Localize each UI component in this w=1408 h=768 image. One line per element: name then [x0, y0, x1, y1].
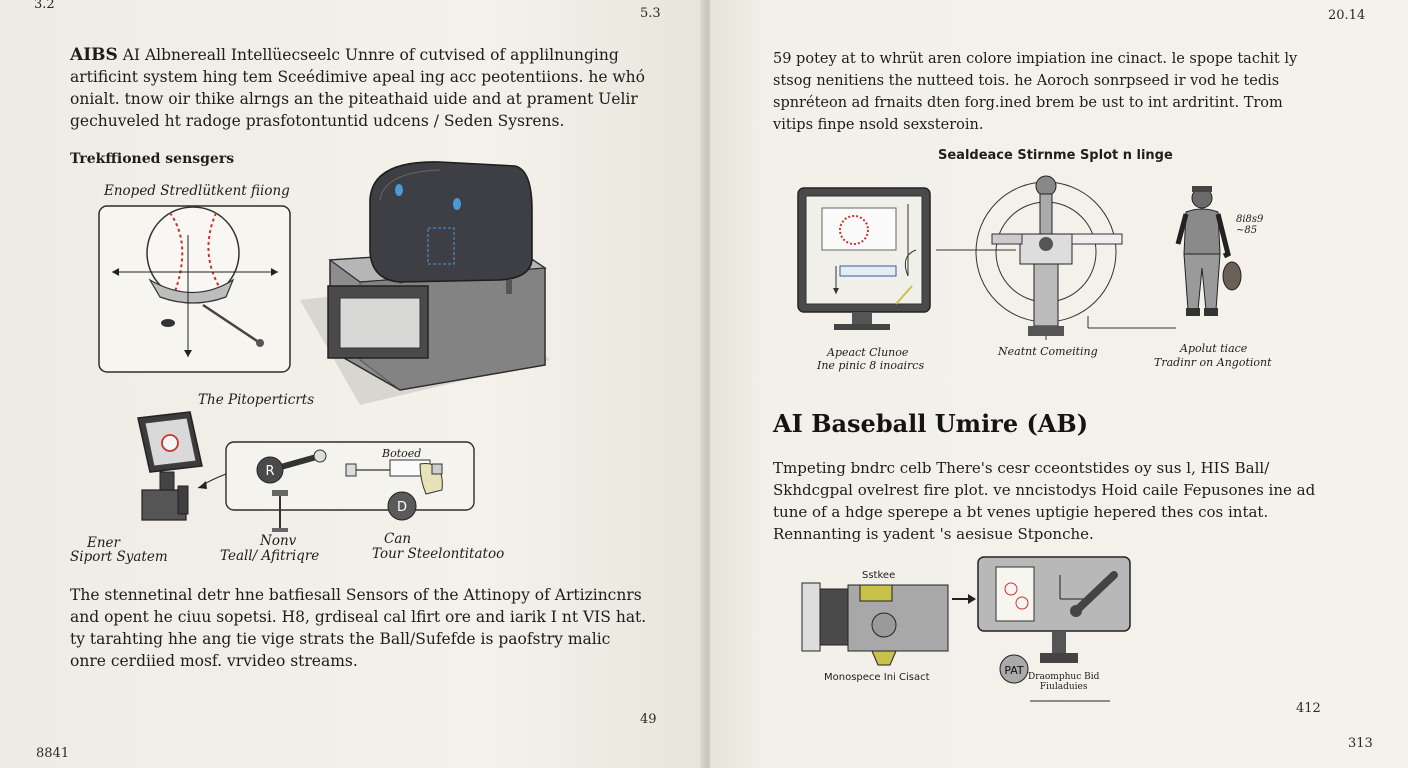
diagram-top-label: Sstkee	[862, 570, 896, 581]
pat-badge: PAT	[1004, 664, 1024, 677]
inner-page-number: 412	[1296, 701, 1321, 716]
d-knob-label: D	[397, 500, 407, 515]
section-title: AI Baseball Umire (AB)	[773, 409, 1089, 438]
player-sublabel: Tradinr on Angotiont	[1154, 356, 1272, 369]
right-page: 20.14 59 potey at to whrüt aren colore i…	[710, 0, 1408, 768]
corner-bottom-right-number: 313	[1348, 736, 1373, 751]
tour-label: Tour Steelontitatoo	[372, 546, 505, 562]
header-page-number-right: 20.14	[1328, 8, 1366, 23]
diagram-left-label: Monospece Ini Cisact	[824, 672, 930, 683]
intro-lead: AIBS	[70, 45, 118, 65]
center-label: Neatnt Comeiting	[998, 345, 1098, 358]
monitor-sublabel: Ine pinic 8 inoaircs	[817, 359, 925, 372]
ener-label: Ener	[87, 535, 120, 551]
center-camera-diagram	[975, 175, 1123, 340]
figure-title: Sealdeace Stirnme Splot n linge	[938, 148, 1173, 163]
monitor-stand-illustration	[137, 411, 203, 521]
umpire-system-panel: R D	[197, 441, 475, 532]
right-intro-paragraph: 59 potey at to whrüt aren colore impiati…	[773, 51, 1298, 133]
player-tag: 8i8s9 ~85	[1236, 214, 1264, 236]
nonv-label: Nonv	[260, 533, 297, 549]
r-knob-label: R	[265, 464, 274, 479]
figure-caption-1: Enoped Stredlütkent fiiong	[104, 183, 290, 199]
can-label: Can	[384, 531, 412, 547]
closing-paragraph: The stennetinal detr hne batfiesall Sens…	[70, 586, 647, 670]
section-heading: Trekffioned sensgers	[70, 151, 235, 167]
intro-text: AI Albnereall Intellüecseelc Unnre of cu…	[70, 46, 645, 130]
ball-sensor-figure	[98, 205, 291, 373]
footer-page-number: 49	[640, 712, 657, 727]
corner-bottom-left-number: 8841	[36, 746, 70, 761]
corner-top-left-number: 3.2	[34, 0, 55, 12]
figure-caption-2: The Pitoperticrts	[198, 392, 315, 408]
botoed-label: Botoed	[382, 447, 422, 460]
baseball-player-illustration	[1175, 186, 1242, 316]
connector-line-2	[1087, 316, 1176, 329]
teall-label: Teall/ Afitriqre	[220, 548, 320, 564]
diagram-right-label: Draomphuc Bid Fiuladuies	[1028, 672, 1100, 692]
sport-system-label: Siport Syatem	[70, 549, 168, 565]
left-page: 3.2 5.3 AIBS AI Albnereall Intellüecseel…	[0, 0, 706, 768]
analysis-monitor-illustration	[797, 187, 931, 330]
camera-device-illustration	[300, 161, 550, 405]
player-label: Apolut tiace	[1180, 342, 1248, 355]
pipeline-diagram: PAT	[801, 556, 1131, 702]
header-page-number: 5.3	[640, 6, 661, 21]
intro-paragraph: AIBS AI Albnereall Intellüecseelc Unnre …	[70, 44, 650, 132]
body-paragraph: Tmpeting bndrc celb There's cesr cceonts…	[773, 459, 1316, 543]
monitor-label: Apeact Clunoe	[827, 346, 909, 359]
